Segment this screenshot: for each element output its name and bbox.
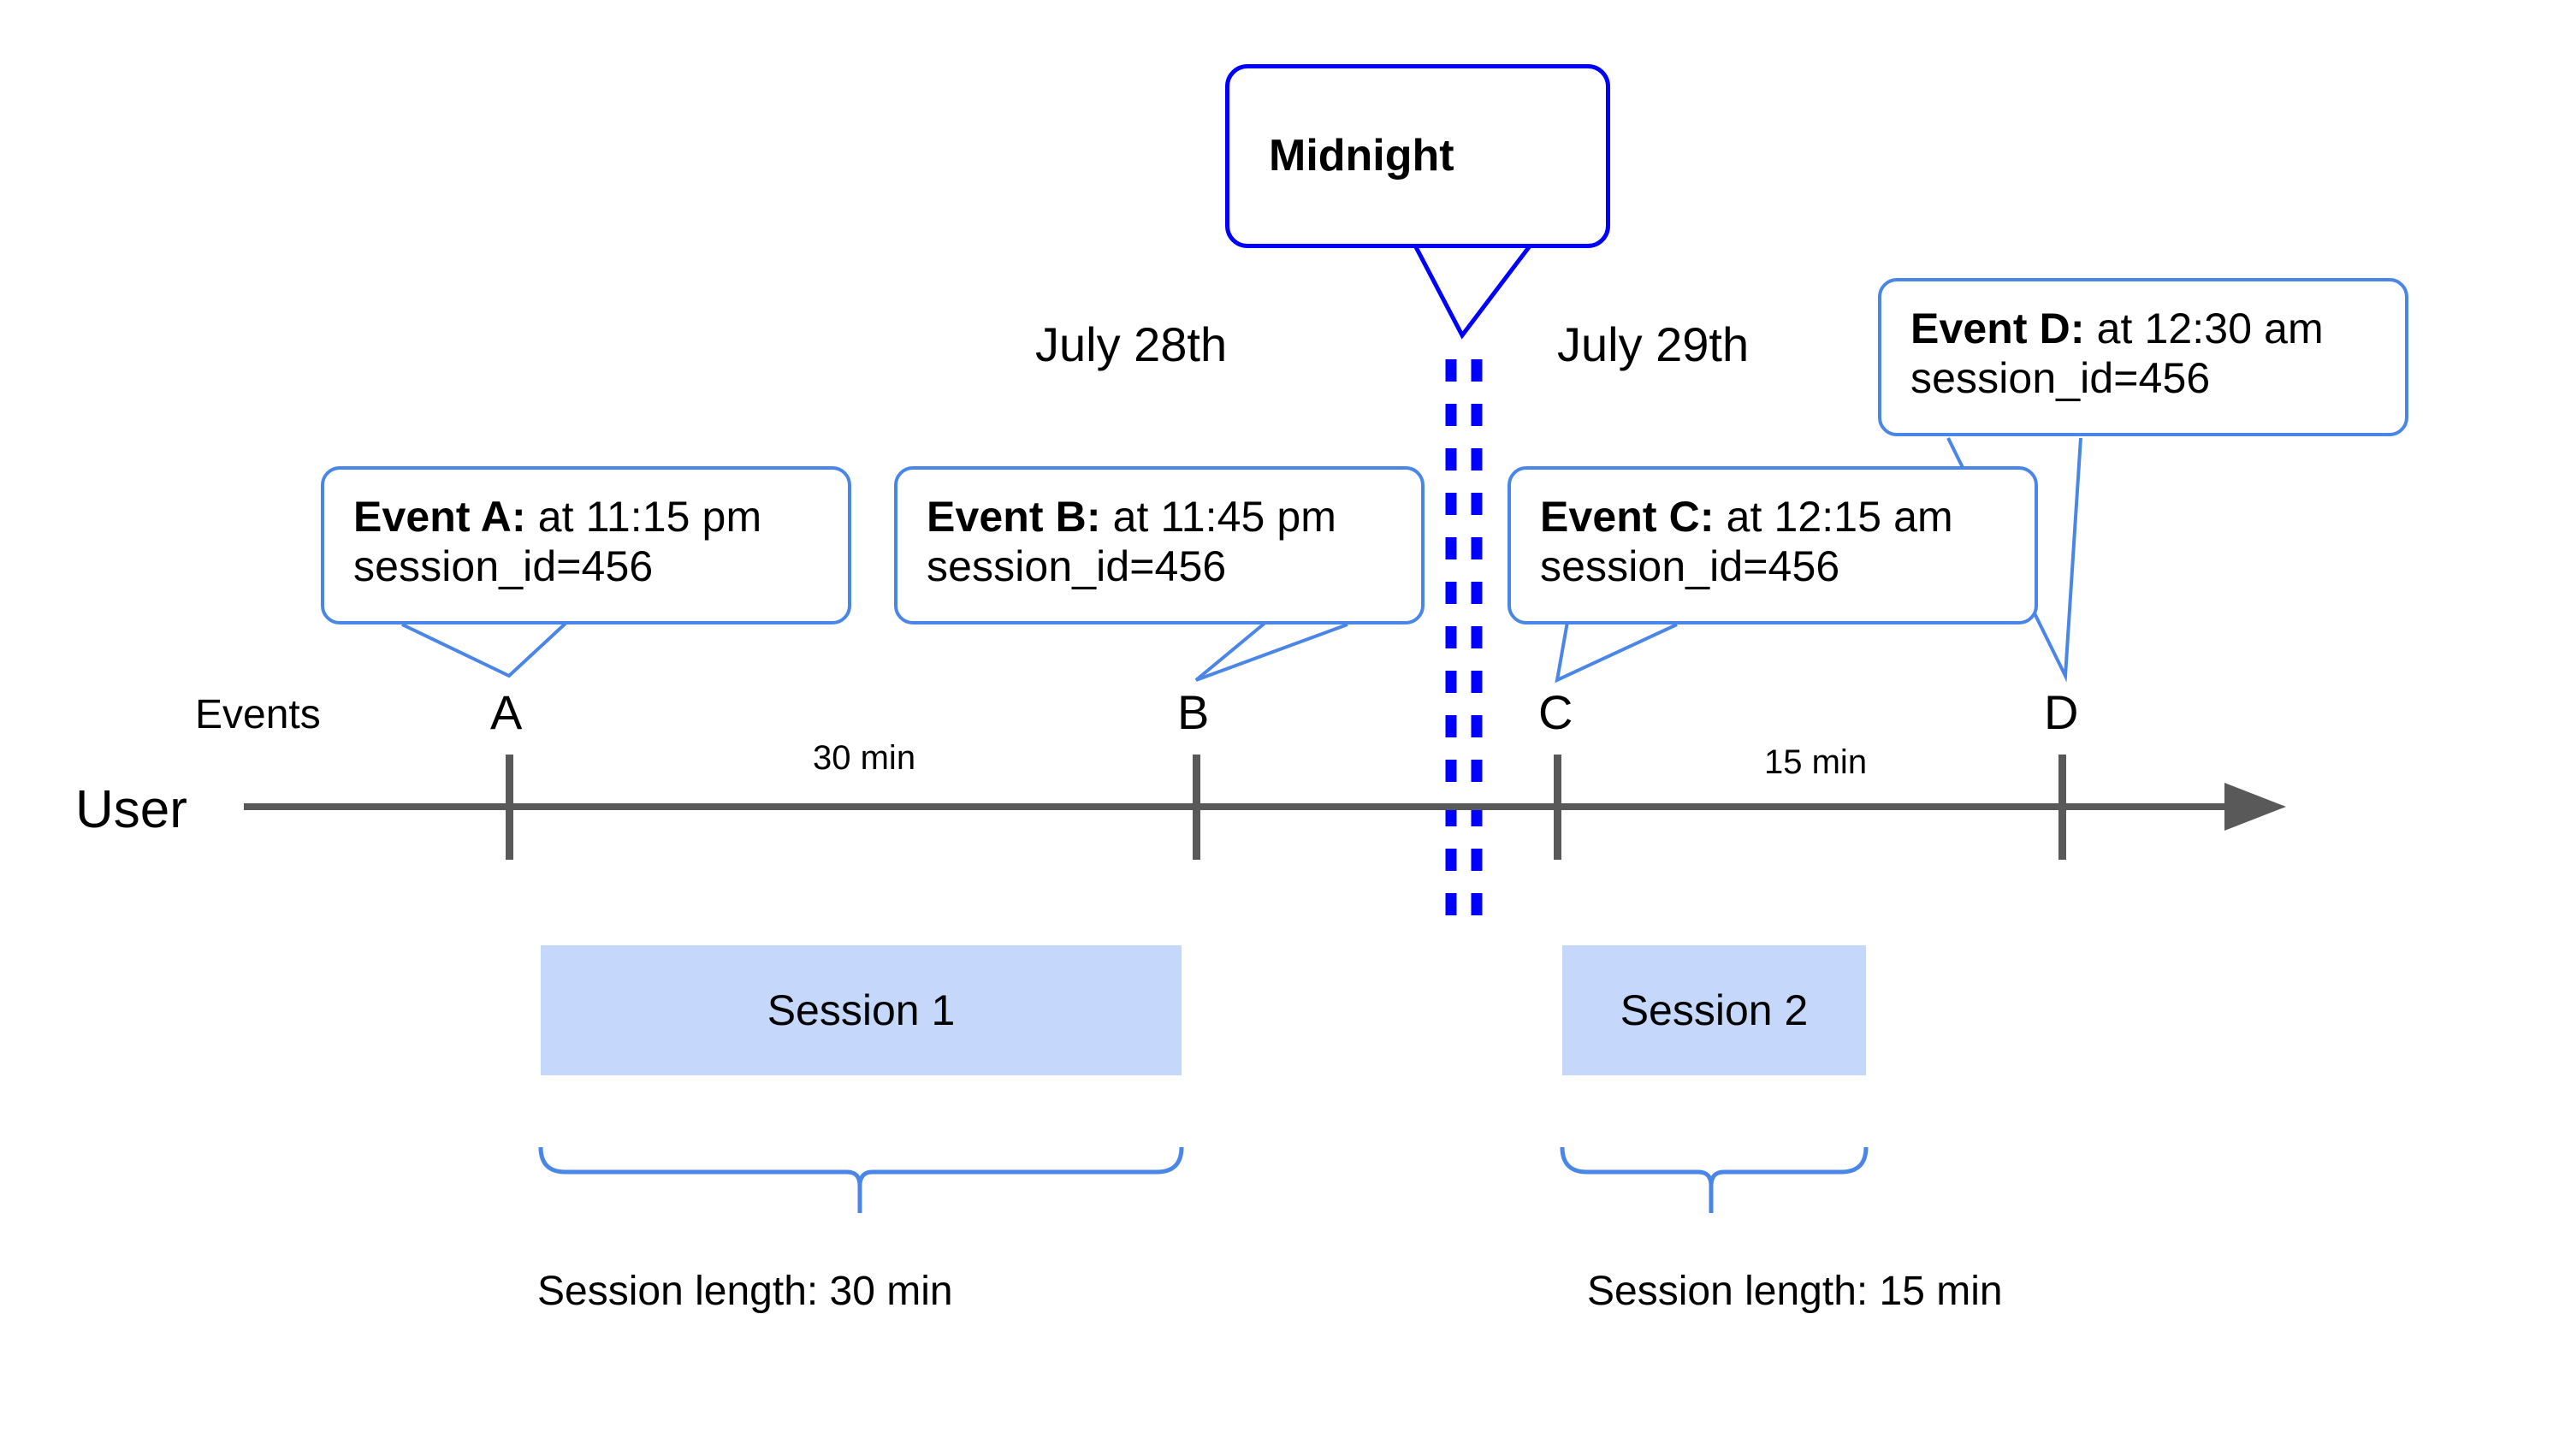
callout-midnight[interactable]: Midnight bbox=[1225, 64, 1610, 248]
lane-label-events: Events bbox=[195, 692, 321, 737]
session-bar-2[interactable]: Session 2 bbox=[1562, 945, 1866, 1075]
session-length-label-2: Session length: 15 min bbox=[1587, 1269, 2003, 1314]
callout-event-a-time: at 11:15 pm bbox=[525, 493, 762, 541]
callout-midnight-label: Midnight bbox=[1269, 131, 1454, 181]
day-label-july-29: July 29th bbox=[1557, 317, 1750, 371]
callout-event-d-session: session_id=456 bbox=[1910, 354, 2211, 402]
session-bar-1[interactable]: Session 1 bbox=[541, 945, 1182, 1075]
callout-event-a-session: session_id=456 bbox=[353, 542, 654, 590]
session-length-label-1: Session length: 30 min bbox=[537, 1269, 953, 1314]
session-1-brace bbox=[538, 1146, 1184, 1213]
session-bar-2-label: Session 2 bbox=[1620, 986, 1809, 1034]
lane-label-user: User bbox=[75, 780, 187, 839]
callout-event-c-text: Event C: at 12:15 am session_id=456 bbox=[1540, 492, 1953, 591]
callout-event-c-title: Event C: bbox=[1540, 493, 1715, 541]
callout-event-c[interactable]: Event C: at 12:15 am session_id=456 bbox=[1508, 466, 2038, 624]
timeline-arrowhead bbox=[2224, 783, 2286, 831]
callout-event-b-text: Event B: at 11:45 pm session_id=456 bbox=[927, 492, 1336, 591]
callout-event-c-time: at 12:15 am bbox=[1714, 493, 1953, 541]
callout-event-b-title: Event B: bbox=[927, 493, 1101, 541]
tick-mark-d bbox=[2058, 755, 2066, 860]
callout-event-a-text: Event A: at 11:15 pm session_id=456 bbox=[353, 492, 761, 591]
marker-label-c: C bbox=[1538, 685, 1573, 739]
callout-event-a-title: Event A: bbox=[353, 493, 526, 541]
callout-event-d-title: Event D: bbox=[1910, 305, 2085, 352]
marker-label-d: D bbox=[2044, 685, 2079, 739]
callout-event-d[interactable]: Event D: at 12:30 am session_id=456 bbox=[1878, 278, 2408, 436]
callout-event-b-session: session_id=456 bbox=[927, 542, 1227, 590]
callout-event-d-time: at 12:30 am bbox=[2084, 305, 2324, 352]
day-label-july-28: July 28th bbox=[1035, 317, 1228, 371]
callout-event-b-time: at 11:45 pm bbox=[1100, 493, 1337, 541]
callout-tail-c bbox=[1555, 621, 1678, 684]
callout-event-c-session: session_id=456 bbox=[1540, 542, 1840, 590]
callout-event-a[interactable]: Event A: at 11:15 pm session_id=456 bbox=[321, 466, 851, 624]
callout-tail-b bbox=[1194, 620, 1348, 682]
tick-mark-b bbox=[1193, 755, 1200, 860]
callout-tail-a bbox=[401, 619, 571, 678]
tick-mark-a bbox=[506, 755, 513, 860]
callout-event-d-text: Event D: at 12:30 am session_id=456 bbox=[1910, 304, 2324, 403]
duration-label-30min: 30 min bbox=[813, 739, 916, 777]
session-bar-1-label: Session 1 bbox=[767, 986, 956, 1034]
marker-label-a: A bbox=[490, 685, 523, 739]
duration-label-15min: 15 min bbox=[1764, 743, 1868, 781]
tick-mark-c bbox=[1554, 755, 1561, 860]
callout-tail-midnight bbox=[1412, 242, 1533, 340]
session-2-brace bbox=[1560, 1146, 1869, 1213]
callout-event-b[interactable]: Event B: at 11:45 pm session_id=456 bbox=[894, 466, 1425, 624]
marker-label-b: B bbox=[1177, 685, 1210, 739]
